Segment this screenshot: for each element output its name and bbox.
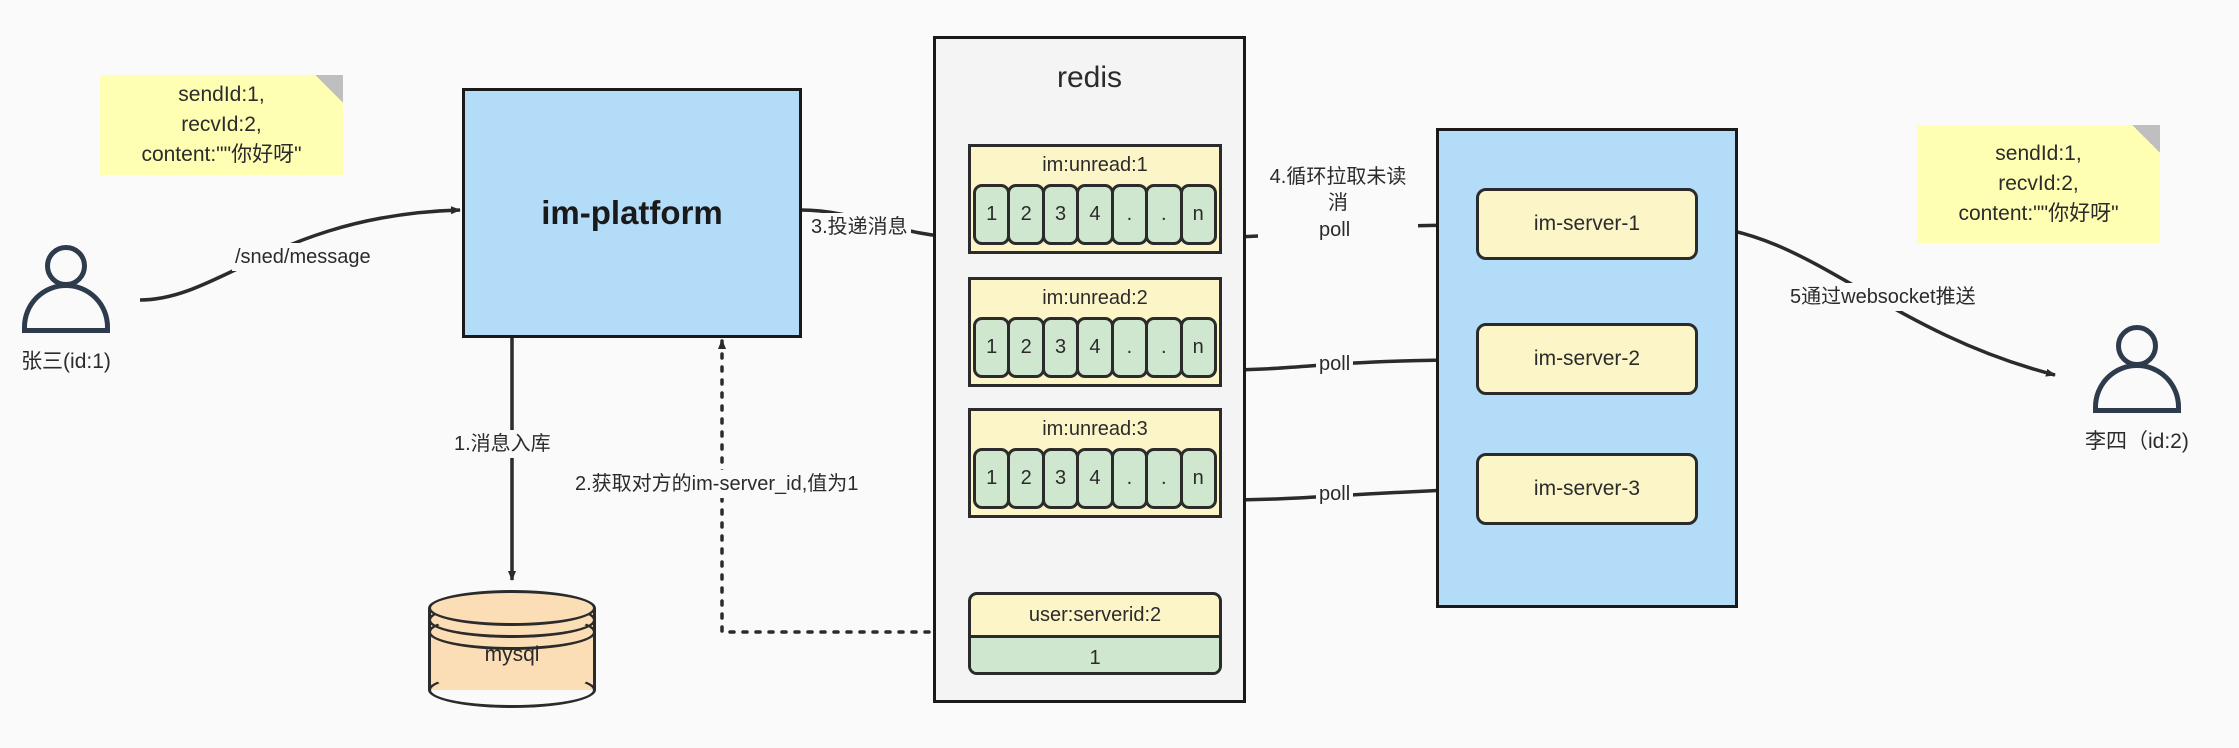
im-server-2-node[interactable]: im-server-2: [1476, 323, 1698, 395]
list-cell: 3: [1041, 317, 1080, 378]
redis-kv-user-serverid[interactable]: user:serverid:2 1: [968, 592, 1222, 675]
edge-label-poll-2: poll: [1316, 350, 1354, 378]
sender-actor: 张三(id:1): [18, 245, 114, 375]
list-cell: 1: [973, 184, 1011, 245]
list-cell: n: [1179, 448, 1217, 509]
redis-list-2-key: im:unread:2: [1042, 287, 1148, 309]
redis-list-im-unread-3[interactable]: im:unread:3 1 2 3 4 . . n: [968, 408, 1222, 518]
redis-kv-key: user:serverid:2: [1028, 603, 1162, 626]
edge-label-poll-3: poll: [1316, 480, 1354, 508]
list-cell: .: [1110, 317, 1149, 378]
list-cell: 2: [1007, 184, 1045, 245]
cylinder-ring-2: [428, 614, 596, 650]
redis-list-3-cells: 1 2 3 4 . . n: [971, 448, 1219, 512]
cylinder-ring-1: [428, 602, 596, 638]
redis-title: redis: [1056, 61, 1123, 94]
list-cell: n: [1179, 184, 1217, 245]
edge-label-step2-serverid: 2.获取对方的im-server_id,值为1: [572, 470, 862, 498]
list-cell: 4: [1076, 448, 1114, 509]
edge-label-send-message: /sned/message: [232, 243, 374, 271]
im-server-3-label: im-server-3: [1533, 477, 1641, 500]
mysql-label: mysql: [484, 642, 540, 666]
list-cell: .: [1110, 448, 1149, 509]
list-cell: 4: [1076, 317, 1114, 378]
list-cell: 3: [1041, 184, 1080, 245]
delivered-payload-note: sendId:1, recvId:2, content:""你好呀": [1917, 125, 2160, 243]
list-cell: .: [1145, 448, 1183, 509]
list-cell: .: [1145, 184, 1183, 245]
list-cell: 1: [973, 448, 1011, 509]
redis-list-im-unread-1[interactable]: im:unread:1 1 2 3 4 . . n: [968, 144, 1222, 254]
sender-actor-label: 张三(id:1): [21, 350, 111, 373]
redis-list-2-cells: 1 2 3 4 . . n: [971, 317, 1219, 381]
edge-label-step1-db: 1.消息入库: [451, 430, 554, 458]
list-cell: 4: [1076, 184, 1114, 245]
request-payload-note-text: sendId:1, recvId:2, content:""你好呀": [141, 83, 302, 166]
note-fold-icon: [315, 75, 343, 103]
list-cell: 2: [1007, 448, 1045, 509]
redis-list-im-unread-2[interactable]: im:unread:2 1 2 3 4 . . n: [968, 277, 1222, 387]
cylinder-bottom: [428, 672, 596, 708]
receiver-actor: 李四（id:2): [2085, 325, 2189, 455]
im-server-1-label: im-server-1: [1533, 212, 1641, 235]
cylinder-top: [428, 590, 596, 626]
redis-kv-value: 1: [971, 635, 1219, 672]
delivered-payload-note-text: sendId:1, recvId:2, content:""你好呀": [1958, 142, 2119, 225]
list-cell: n: [1179, 317, 1217, 378]
person-icon: [2089, 325, 2185, 417]
list-cell: .: [1145, 317, 1183, 378]
note-fold-icon: [2132, 125, 2160, 153]
im-platform-node[interactable]: im-platform: [462, 88, 802, 338]
list-cell: .: [1110, 184, 1149, 245]
edge-label-step3-deliver: 3.投递消息: [808, 213, 911, 241]
list-cell: 3: [1041, 448, 1080, 509]
list-cell: 2: [1007, 317, 1045, 378]
mysql-database-node[interactable]: mysql: [428, 590, 596, 708]
request-payload-note: sendId:1, recvId:2, content:""你好呀": [100, 75, 343, 175]
im-server-2-label: im-server-2: [1533, 347, 1641, 370]
redis-list-1-key: im:unread:1: [1042, 154, 1148, 176]
edge-label-step5-websocket: 5通过websocket推送: [1787, 283, 1979, 311]
receiver-actor-label: 李四（id:2): [2085, 430, 2189, 453]
redis-list-3-key: im:unread:3: [1042, 418, 1148, 440]
im-server-3-node[interactable]: im-server-3: [1476, 453, 1698, 525]
list-cell: 1: [973, 317, 1011, 378]
redis-list-1-cells: 1 2 3 4 . . n: [971, 184, 1219, 248]
im-platform-label: im-platform: [541, 194, 723, 231]
person-icon: [18, 245, 114, 337]
im-server-1-node[interactable]: im-server-1: [1476, 188, 1698, 260]
edge-label-poll-1: poll: [1316, 216, 1354, 244]
